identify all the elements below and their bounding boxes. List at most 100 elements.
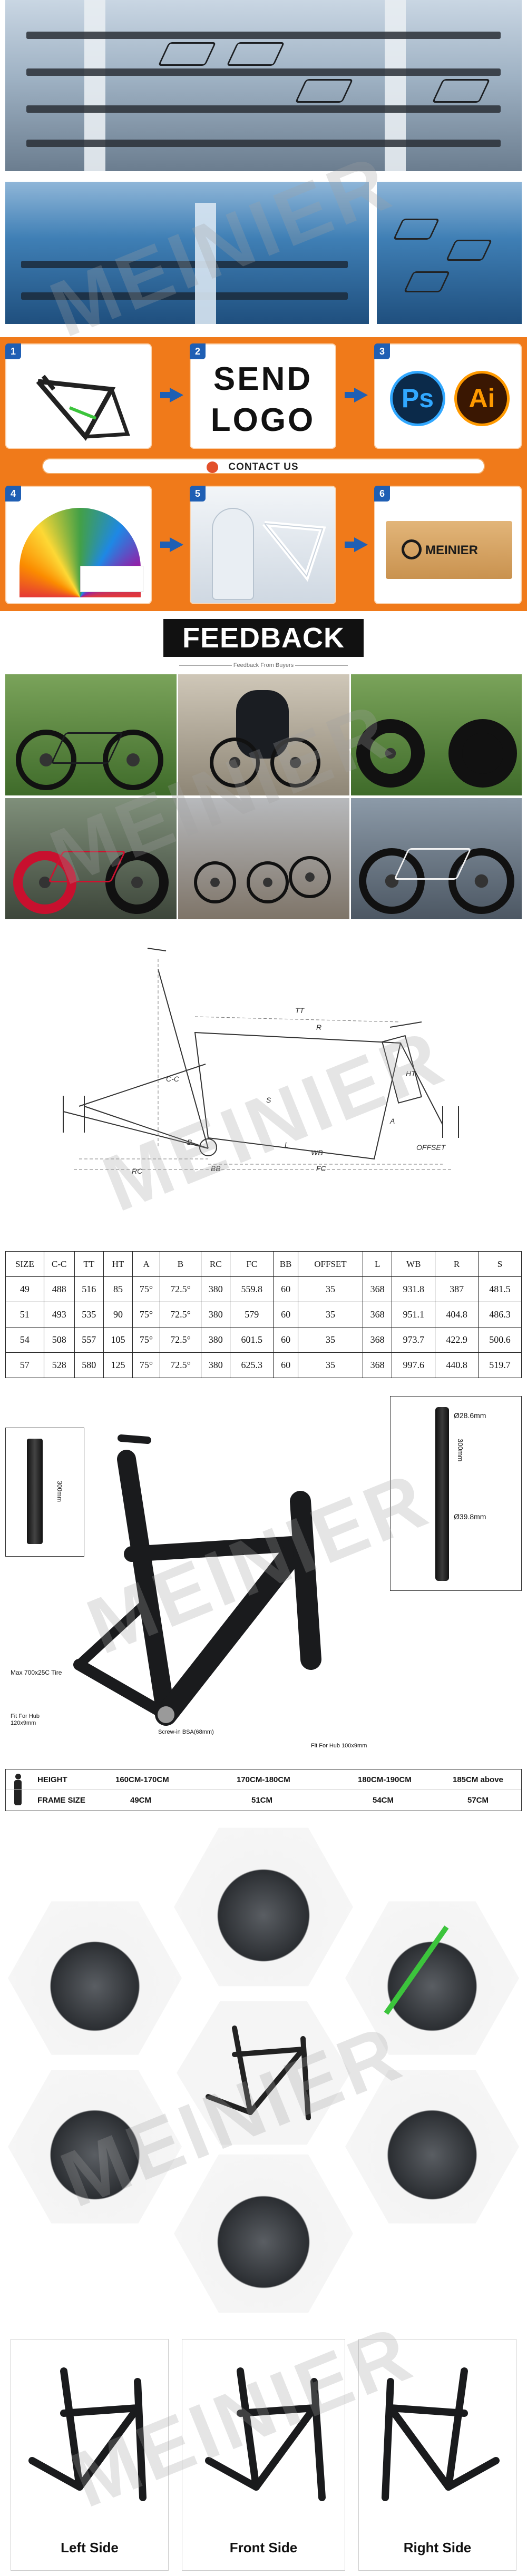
feedback-photo-5	[178, 798, 349, 919]
send-logo-line1: SEND	[213, 361, 313, 397]
geometry-cell: 559.8	[230, 1276, 274, 1302]
geometry-cell: 516	[74, 1276, 104, 1302]
geo-label-bb: BB	[211, 1164, 221, 1173]
detail-hex-dropout	[8, 2070, 182, 2224]
seatpost-length: 300mm	[56, 1481, 63, 1502]
detail-hex-bottom-bracket	[174, 2154, 353, 2313]
rear-hub-note: Fit For Hub 120x9mm	[11, 1713, 40, 1726]
tire-clearance-note: Max 700x25C Tire	[11, 1669, 62, 1676]
geometry-section: TT R HT C-C S A B WB FC BB OFFSET L RC S…	[0, 932, 527, 1464]
geo-label-cc: C-C	[166, 1075, 179, 1083]
geo-label-a: A	[390, 1117, 395, 1125]
geometry-cell: 75°	[132, 1327, 160, 1353]
fork-image	[435, 1407, 449, 1581]
geometry-cell: 486.3	[478, 1302, 522, 1328]
feedback-photo-1	[5, 674, 177, 795]
geometry-cell: 380	[201, 1327, 231, 1353]
geometry-cell: 60	[273, 1276, 298, 1302]
geometry-cell: 368	[363, 1327, 393, 1353]
geometry-header-cell: C-C	[43, 1251, 75, 1277]
geometry-cell: 72.5°	[159, 1352, 202, 1378]
geometry-cell: 557	[74, 1327, 104, 1353]
arrow-icon	[160, 388, 183, 402]
geometry-cell: 54	[5, 1327, 44, 1353]
bottom-bracket-note: Screw-in BSA(68mm)	[158, 1729, 214, 1735]
right-side-label: Right Side	[403, 2540, 472, 2555]
seatpost-image	[27, 1439, 43, 1544]
feedback-title: FEEDBACK	[163, 619, 364, 657]
fork-inset: Ø28.6mm 300mm Ø39.8mm	[390, 1396, 522, 1591]
contact-us-label: CONTACT US	[228, 461, 299, 473]
step-number: 6	[374, 486, 390, 502]
geometry-cell: 951.1	[392, 1302, 436, 1328]
geo-label-s: S	[266, 1096, 271, 1104]
geometry-cell: 72.5°	[159, 1327, 202, 1353]
detail-hex-seatpost	[8, 1901, 182, 2055]
geometry-cell: 535	[74, 1302, 104, 1328]
contact-icon	[207, 461, 218, 473]
geometry-cell: 85	[103, 1276, 133, 1302]
geometry-cell: 35	[297, 1327, 364, 1353]
height-label: HEIGHT	[37, 1775, 67, 1784]
height-row: HEIGHT 160CM-170CM 170CM-180CM 180CM-190…	[6, 1769, 521, 1790]
frame-spec-section: 300mm Ø28.6mm 300mm Ø39.8mm Max 700x25C …	[0, 1391, 527, 1770]
geometry-cell: 380	[201, 1352, 231, 1378]
process-step-send-logo: 2 SEND LOGO	[190, 343, 336, 449]
process-step-painting: 5	[190, 486, 336, 604]
geometry-header-cell: S	[478, 1251, 522, 1277]
side-views: Left Side Front Side Right Side	[0, 2328, 527, 2576]
height-value: 170CM-180CM	[237, 1775, 290, 1784]
geometry-cell: 973.7	[392, 1327, 436, 1353]
geo-label-b: B	[187, 1138, 192, 1146]
geometry-header-cell: SIZE	[5, 1251, 44, 1277]
step-number: 5	[190, 486, 206, 502]
process-step-frame: 1	[5, 343, 152, 449]
left-side-label: Left Side	[61, 2540, 119, 2555]
logo-icon	[402, 539, 422, 559]
geometry-cell: 380	[201, 1302, 231, 1328]
subtitle-rule-left	[179, 665, 232, 666]
front-frame-image	[205, 2367, 326, 2501]
geo-label-r: R	[316, 1023, 322, 1031]
right-side-view: Right Side	[358, 2339, 516, 2571]
geometry-cell: 997.6	[392, 1352, 436, 1378]
geo-label-l: L	[285, 1140, 289, 1149]
subtitle-rule-right	[295, 665, 348, 666]
geometry-cell: 35	[297, 1302, 364, 1328]
geometry-cell: 404.8	[435, 1302, 479, 1328]
geometry-cell: 60	[273, 1352, 298, 1378]
geometry-cell: 57	[5, 1352, 44, 1378]
person-icon	[13, 1774, 23, 1806]
arrow-icon	[345, 388, 368, 402]
painter-figure	[212, 508, 254, 600]
contact-us-bar[interactable]: CONTACT US	[42, 458, 485, 474]
geometry-cell: 368	[363, 1352, 393, 1378]
send-logo-line2: LOGO	[210, 402, 316, 438]
feedback-section: FEEDBACK Feedback From Buyers	[0, 614, 527, 925]
left-frame-image	[28, 2367, 147, 2501]
geometry-cell: 440.8	[435, 1352, 479, 1378]
front-hub-note: Fit For Hub 100x9mm	[311, 1743, 367, 1749]
step-number: 1	[5, 343, 21, 359]
arrow-icon	[345, 537, 368, 552]
geometry-cell: 72.5°	[159, 1302, 202, 1328]
detail-hex-fork-crown	[345, 2070, 519, 2224]
geometry-cell: 368	[363, 1276, 393, 1302]
detail-hexagons	[0, 1817, 527, 2323]
steerer-length: 300mm	[456, 1439, 464, 1462]
geometry-cell: 125	[103, 1352, 133, 1378]
geometry-cell: 500.6	[478, 1327, 522, 1353]
process-step-color-chart: 4	[5, 486, 152, 604]
geometry-cell: 579	[230, 1302, 274, 1328]
small-frame-icon	[206, 2026, 311, 2120]
geometry-cell: 35	[297, 1352, 364, 1378]
geometry-cell: 75°	[132, 1352, 160, 1378]
ai-label: Ai	[469, 384, 495, 413]
geo-label-ht: HT	[406, 1069, 416, 1078]
detail-hex-headtube	[174, 1827, 353, 1987]
left-side-view: Left Side	[11, 2339, 169, 2571]
frame-size-value: 57CM	[467, 1796, 489, 1805]
factory-section	[0, 0, 527, 329]
